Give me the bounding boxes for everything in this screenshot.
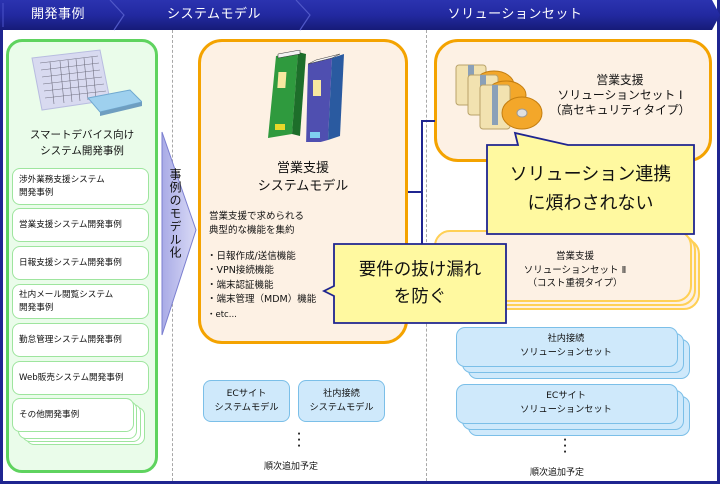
ec-site-solution-set[interactable]: [456, 384, 678, 424]
continuation-dots: ···: [297, 429, 301, 452]
case-item-other[interactable]: その他開発事例: [12, 398, 134, 432]
label-line: ソリューションセット: [520, 404, 612, 415]
label-line: 営業支援: [596, 73, 644, 87]
tablet-spreadsheet-icon: [31, 49, 142, 116]
case-label: 営業支援システム開発事例: [19, 219, 122, 230]
requirements-callout-text: 要件の抜け漏れ を防ぐ: [334, 257, 506, 311]
requirements-callout-shape: [321, 243, 507, 324]
internal-connection-solution-label: 社内接続 ソリューションセット: [456, 332, 676, 360]
feature-item: ・日報作成/送信機能: [207, 251, 296, 262]
case-label: その他開発事例: [19, 409, 80, 420]
connector-line: [408, 191, 422, 193]
title-line: スマートデバイス向け: [29, 129, 135, 141]
case-label: 社内メール閲覧システム: [19, 289, 114, 300]
case-item[interactable]: Web販売システム開発事例: [12, 361, 149, 395]
callout-line: 要件の抜け漏れ: [358, 260, 482, 280]
header-label-solution-set: ソリューションセット: [447, 7, 583, 22]
model-label: ECサイト: [226, 388, 267, 399]
case-item[interactable]: 社内メール閲覧システム開発事例: [12, 284, 149, 319]
feature-item: ・etc...: [207, 309, 237, 320]
case-item[interactable]: 渉外業務支援システム開発事例: [12, 168, 149, 205]
modeling-arrow: [161, 131, 197, 336]
connector-line: [421, 120, 435, 122]
planned-additions-label: 順次追加予定: [530, 468, 585, 478]
label-line: 営業支援: [555, 251, 594, 262]
model-label: 社内接続: [323, 388, 360, 399]
system-model-title: 営業支援 システムモデル: [198, 160, 408, 196]
solution-set-1-label: 営業支援 ソリューションセット Ⅰ （高セキュリティタイプ）: [545, 73, 695, 118]
feature-item: ・VPN接続機能: [207, 265, 274, 277]
header-background: [0, 0, 720, 30]
header-chevron-divider: [109, 0, 125, 31]
internal-connection-solution-set[interactable]: [456, 327, 678, 367]
description-line: 営業支援で求められる: [209, 211, 305, 222]
header-chevrons: [0, 0, 720, 31]
case-label: 勤怠管理システム開発事例: [19, 334, 122, 345]
case-label: 日報支援システム開発事例: [19, 257, 122, 268]
header-label-development-cases: 開発事例: [30, 7, 85, 22]
title-line: 営業支援: [276, 161, 329, 176]
header-label-system-model: システムモデル: [166, 7, 262, 22]
label-line: （高セキュリティタイプ）: [549, 103, 691, 117]
case-label: 開発事例: [19, 187, 54, 198]
label-line: ソリューションセット: [520, 347, 612, 358]
header-chevron-divider: [295, 0, 311, 31]
model-label: システムモデル: [214, 402, 279, 413]
solution-set-2-label: 営業支援 ソリューションセット Ⅱ （コスト重視タイプ）: [500, 250, 650, 291]
case-item[interactable]: 日報支援システム開発事例: [12, 246, 149, 280]
ec-site-system-model[interactable]: ECサイト システムモデル: [203, 380, 290, 422]
internal-connection-system-model[interactable]: 社内接続 システムモデル: [298, 380, 385, 422]
system-model-features: ・日報作成/送信機能 ・VPN接続機能 ・端末認証機能 ・端末管理（MDM）機能…: [207, 250, 316, 322]
software-package-discs-icon: [455, 64, 543, 130]
case-label: 開発事例: [19, 302, 54, 313]
case-item[interactable]: 勤怠管理システム開発事例: [12, 323, 149, 357]
planned-additions-label: 順次追加予定: [264, 462, 319, 472]
continuation-dots: ···: [563, 435, 567, 458]
column-header-bar: 開発事例 システムモデル ソリューションセット: [0, 0, 720, 31]
case-label: Web販売システム開発事例: [19, 372, 124, 383]
label-line: （コスト重視タイプ）: [527, 278, 623, 290]
label-line: 社内接続: [547, 333, 585, 344]
title-line: システムモデル: [257, 179, 349, 194]
label-line: ソリューションセット Ⅱ: [523, 264, 627, 276]
binders-icon: [268, 50, 344, 142]
system-model-description: 営業支援で求められる 典型的な機能を集約: [209, 210, 304, 238]
callout-line: を防ぐ: [393, 287, 447, 307]
feature-item: ・端末認証機能: [207, 279, 274, 291]
connector-line: [421, 120, 423, 245]
callout-line: ソリューション連携: [509, 164, 672, 185]
ec-site-solution-label: ECサイト ソリューションセット: [456, 389, 676, 417]
model-label: システムモデル: [309, 402, 374, 413]
feature-item: ・端末管理（MDM）機能: [207, 294, 317, 306]
label-line: ECサイト: [546, 390, 586, 401]
description-line: 典型的な機能を集約: [209, 225, 295, 236]
case-label: 渉外業務支援システム: [19, 174, 105, 185]
case-item[interactable]: 営業支援システム開発事例: [12, 208, 149, 242]
callout-line: に煩わされない: [527, 193, 654, 214]
label-line: ソリューションセット Ⅰ: [557, 88, 683, 102]
integration-callout-text: ソリューション連携 に煩わされない: [487, 160, 694, 218]
title-line: システム開発事例: [40, 145, 124, 157]
integration-callout-shape: [486, 131, 695, 235]
development-cases-title: スマートデバイス向け システム開発事例: [6, 127, 158, 159]
modeling-arrow-label: 事例のモデル化: [168, 168, 182, 259]
